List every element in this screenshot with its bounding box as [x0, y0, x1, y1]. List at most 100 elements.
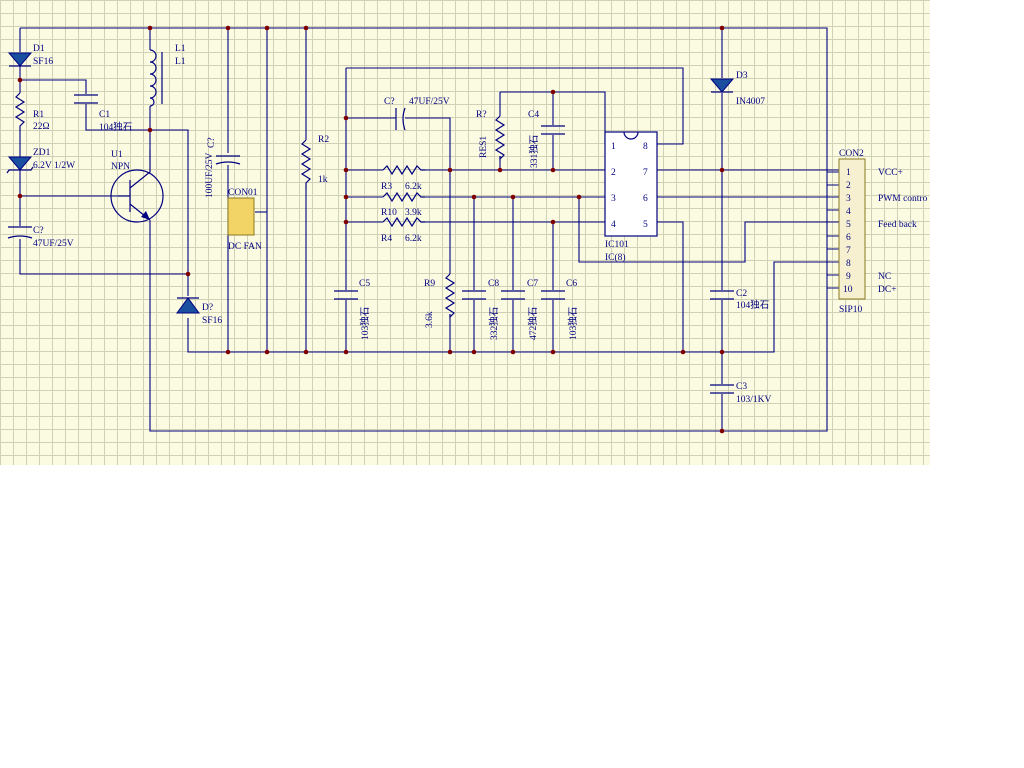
capacitor-c1[interactable]: C1 104独石 — [74, 94, 132, 133]
r3-ref: R3 — [381, 182, 392, 192]
connector-con2[interactable]: CON2 SIP10 1 2 3 4 5 6 7 8 9 10 — [838, 149, 866, 315]
connector-con01[interactable]: CON01 DC FAN — [227, 188, 262, 252]
c6-value: 103独石 — [567, 307, 579, 340]
net-label-vcc: VCC+ — [878, 168, 903, 178]
junction-dot — [550, 219, 556, 225]
junction-dot — [17, 193, 23, 199]
u1-value: NPN — [111, 162, 130, 172]
junction-dot — [264, 25, 270, 31]
junction-dot — [447, 349, 453, 355]
capacitor-c2[interactable]: C2 104独石 — [710, 289, 769, 311]
l1-value: L1 — [175, 57, 186, 67]
c2-value: 104独石 — [736, 299, 769, 311]
ic101-ref: IC101 — [605, 240, 629, 250]
junction-dot — [471, 194, 477, 200]
resistor-r9[interactable]: R9 3.6k — [424, 273, 456, 328]
resistor-res1[interactable]: R? RES1 — [476, 110, 506, 161]
con2-pin: 10 — [843, 285, 853, 295]
ic-pin-3: 3 — [611, 194, 616, 204]
ic-ic101[interactable]: 1 2 3 4 8 7 6 5 IC101 IC(8) — [604, 131, 658, 263]
c3-value: 103/1KV — [736, 395, 772, 405]
res1-ref: R? — [476, 110, 487, 120]
resistor-r3[interactable]: R3 6.2k — [381, 164, 425, 192]
con2-pin: 6 — [846, 233, 851, 243]
ic-pin-5: 5 — [643, 220, 648, 230]
c2-ref: C2 — [736, 289, 747, 299]
junction-dot — [680, 349, 686, 355]
junction-dot — [185, 271, 191, 277]
junction-dot — [17, 77, 23, 83]
junction-dot — [471, 349, 477, 355]
con01-ref: CON01 — [228, 188, 258, 198]
junction-dot — [576, 194, 582, 200]
resistor-r4[interactable]: R4 6.2k — [381, 216, 425, 244]
capacitor-c-fan[interactable]: 100UF/25V C? — [205, 137, 241, 198]
schematic-sheet: D1 SF16 R1 22Ω ZD1 6.2V 1/2W C? 47UF/25V… — [0, 0, 930, 465]
con2-pin: 8 — [846, 259, 851, 269]
capacitor-c4[interactable]: C4 331独石 — [528, 110, 565, 168]
r4-value: 6.2k — [405, 234, 422, 244]
con2-pin: 9 — [846, 272, 851, 282]
junction-dot — [719, 25, 725, 31]
c8-ref: C8 — [488, 279, 499, 289]
junction-dot — [343, 115, 349, 121]
net-label-feedback: Feed back — [878, 220, 917, 230]
capacitor-c6[interactable]: C6 103独石 — [541, 279, 579, 340]
r10-ref: R10 — [381, 208, 397, 218]
diode-d1[interactable]: D1 SF16 — [7, 44, 53, 67]
r10-value: 3.9k — [405, 208, 422, 218]
junction-dot — [510, 349, 516, 355]
d1-value: SF16 — [33, 57, 53, 67]
net-label-nc: NC — [878, 272, 891, 282]
r2-ref: R2 — [318, 135, 329, 145]
circuit-diagram: D1 SF16 R1 22Ω ZD1 6.2V 1/2W C? 47UF/25V… — [6, 25, 928, 434]
junction-dot — [510, 194, 516, 200]
con2-pin: 1 — [846, 168, 851, 178]
junction-dot — [550, 349, 556, 355]
capacitor-c5[interactable]: C5 103独石 — [334, 279, 371, 340]
inductor-l1[interactable]: L1 L1 — [149, 44, 186, 107]
transistor-u1[interactable]: U1 NPN — [110, 150, 164, 223]
ic-pin-4: 4 — [611, 220, 616, 230]
junction-dot — [343, 219, 349, 225]
junction-dot — [225, 25, 231, 31]
res1-value: RES1 — [479, 136, 489, 158]
ic-pin-2: 2 — [611, 168, 616, 178]
d1-ref: D1 — [33, 44, 45, 54]
capacitor-c-in[interactable]: C? 47UF/25V — [7, 226, 74, 249]
capacitor-c7[interactable]: C7 472独石 — [501, 279, 539, 340]
r9-ref: R9 — [424, 279, 435, 289]
junctions — [17, 25, 725, 434]
capacitor-c8[interactable]: C8 332独石 — [462, 279, 500, 340]
resistor-r10[interactable]: R10 3.9k — [381, 191, 425, 218]
ic-pin-6: 6 — [643, 194, 648, 204]
ic101-value: IC(8) — [605, 252, 626, 263]
con2-value: SIP10 — [839, 305, 862, 315]
resistor-r2[interactable]: R2 1k — [300, 135, 329, 190]
resistor-r1[interactable]: R1 22Ω — [14, 92, 50, 132]
con2-pin: 5 — [846, 220, 851, 230]
r9-value: 3.6k — [425, 311, 435, 328]
c-fan-value: 100UF/25V — [205, 152, 215, 198]
zd1-value: 6.2V 1/2W — [33, 161, 75, 171]
c3-ref: C3 — [736, 382, 747, 392]
c1-ref: C1 — [99, 110, 110, 120]
junction-dot — [550, 89, 556, 95]
r1-ref: R1 — [33, 110, 44, 120]
d3-value: IN4007 — [736, 97, 765, 107]
ic-pin-1: 1 — [611, 142, 616, 152]
wires — [19, 27, 839, 432]
c4-ref: C4 — [528, 110, 539, 120]
diode-d3[interactable]: D3 IN4007 — [709, 71, 765, 107]
zener-zd1[interactable]: ZD1 6.2V 1/2W — [6, 148, 75, 174]
c1-value: 104独石 — [99, 121, 132, 133]
r1-value: 22Ω — [33, 122, 50, 132]
con2-pin: 7 — [846, 246, 851, 256]
capacitor-c-mid[interactable]: C? 47UF/25V — [384, 97, 450, 131]
d-out-value: SF16 — [202, 316, 222, 326]
diode-d-out[interactable]: D? SF16 — [176, 297, 222, 326]
capacitor-c3[interactable]: C3 103/1KV — [710, 382, 772, 405]
junction-dot — [343, 167, 349, 173]
junction-dot — [303, 349, 309, 355]
c4-value: 331独石 — [528, 135, 540, 168]
